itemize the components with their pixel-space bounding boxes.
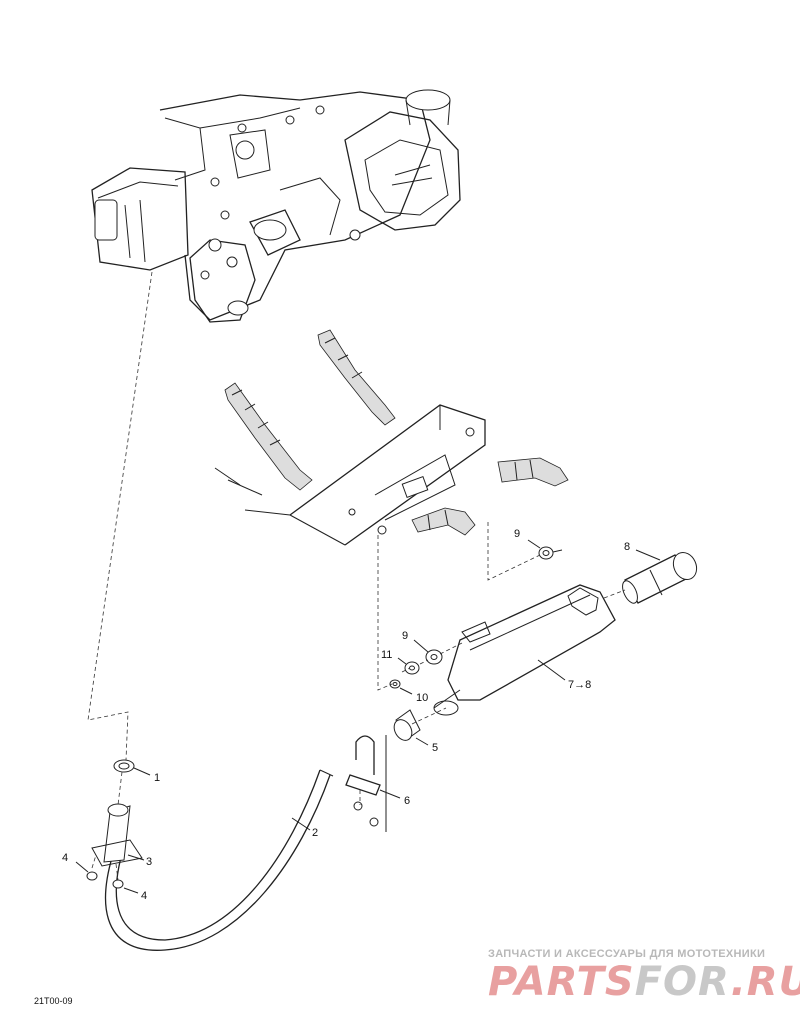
frame-cross-member: [214, 404, 486, 546]
tube-clamp: [91, 803, 143, 867]
watermark-tagline: ЗАПЧАСТИ И АКСЕССУАРЫ ДЛЯ МОТОТЕХНИКИ: [488, 948, 765, 960]
grommet-upper: [538, 546, 563, 560]
exhaust-hanger-left: [224, 382, 313, 491]
sleeve: [393, 709, 421, 741]
exhaust-hanger-right: [497, 457, 569, 487]
callout-5: 5: [432, 742, 438, 754]
watermark-logo-ru: .RU: [731, 959, 800, 1005]
nut-right: [112, 879, 124, 889]
callout-3: 3: [146, 856, 152, 868]
callout-2: 2: [312, 827, 318, 839]
grommet-lower: [425, 649, 443, 665]
callout-4-right: 4: [141, 890, 147, 902]
callout-labels: 1 2 3 4 4 5 6 7→8 8 9 9 10 11: [62, 528, 630, 902]
tail-pipe: [622, 551, 698, 604]
callout-10: 10: [416, 692, 428, 704]
watermark-logo-for: FOR: [635, 959, 731, 1005]
drawing-code: 21T00-09: [34, 996, 73, 1006]
callout-11: 11: [381, 649, 392, 661]
callout-8: 8: [624, 541, 630, 553]
assembly-lines: [87, 271, 626, 881]
callout-9-upper: 9: [514, 528, 520, 540]
callout-6: 6: [404, 795, 410, 807]
watermark: ЗАПЧАСТИ И АКСЕССУАРЫ ДЛЯ МОТОТЕХНИКИ PA…: [488, 948, 800, 1005]
exhaust-hanger-lower: [411, 507, 476, 536]
engine-assembly: [91, 89, 461, 323]
callout-9-lower: 9: [402, 630, 408, 642]
exhaust-hanger-center: [317, 329, 396, 426]
callout-4-left: 4: [62, 852, 68, 864]
washer: [404, 661, 420, 675]
clamp: [345, 735, 387, 832]
callout-7-8: 7→8: [568, 679, 591, 691]
nut: [389, 679, 401, 689]
hose: [104, 769, 334, 951]
callout-leaders: [75, 539, 661, 894]
watermark-logo: PARTSFOR.RU: [488, 959, 800, 1005]
fitting: [113, 759, 135, 773]
callout-1: 1: [154, 772, 160, 784]
muffler: [433, 584, 616, 716]
watermark-logo-parts: PARTS: [488, 959, 635, 1005]
nut-left: [86, 871, 98, 881]
